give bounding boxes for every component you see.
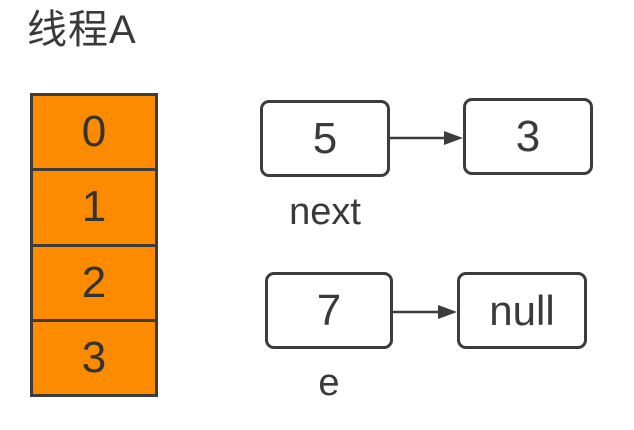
array-cell-3: 3 bbox=[81, 332, 107, 382]
array-cell-1: 1 bbox=[33, 171, 155, 247]
link-label-e: e bbox=[318, 362, 340, 404]
node-value-3: 3 bbox=[463, 98, 593, 175]
thread-a-array: 0 1 2 3 bbox=[30, 93, 158, 397]
link-label-next: next bbox=[289, 191, 361, 233]
array-cell-0: 0 bbox=[33, 96, 155, 172]
node-value-7: 7 bbox=[265, 272, 393, 349]
arrow-right-icon bbox=[393, 305, 457, 319]
arrow-right-icon bbox=[390, 131, 463, 145]
node-value-null: null bbox=[457, 272, 587, 349]
node-value-5: 5 bbox=[260, 100, 390, 177]
array-cell-2: 2 bbox=[33, 247, 155, 322]
page-title: 线程A bbox=[27, 8, 137, 52]
